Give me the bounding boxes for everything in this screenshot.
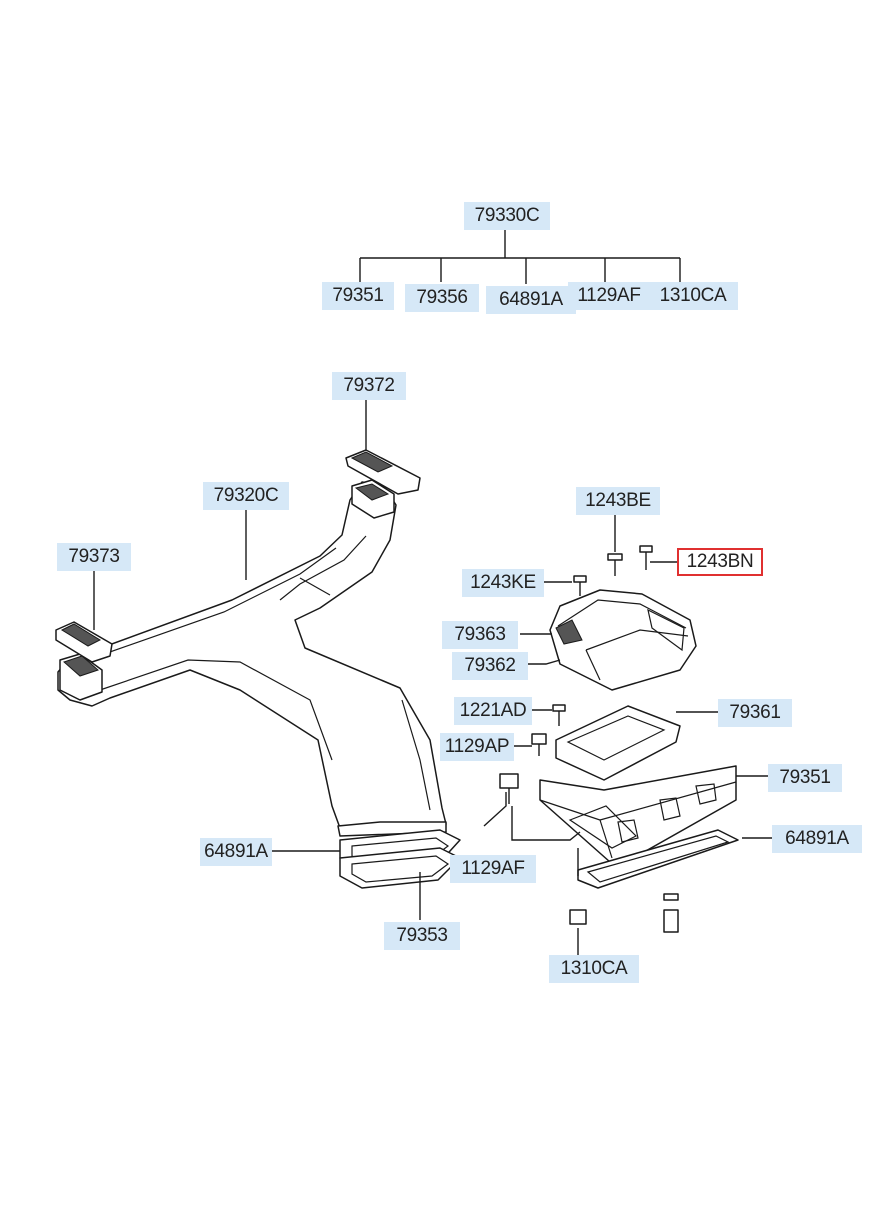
callout-1129ap[interactable]: 1129AP	[440, 733, 514, 761]
callout-1243be[interactable]: 1243BE	[576, 487, 660, 515]
callout-79362[interactable]: 79362	[452, 652, 528, 680]
louver-79373	[55, 621, 113, 663]
callout-79361[interactable]: 79361	[718, 699, 792, 727]
callout-1129af-top[interactable]: 1129AF	[568, 282, 650, 310]
callout-79372[interactable]: 79372	[332, 372, 406, 400]
callout-1310ca-top[interactable]: 1310CA	[648, 282, 738, 310]
callout-79320c[interactable]: 79320C	[203, 482, 289, 510]
fasteners	[499, 545, 679, 933]
group-tree-lines	[359, 229, 681, 284]
callout-79351[interactable]: 79351	[768, 764, 842, 792]
duct-gaskets	[339, 829, 461, 889]
callout-1129af[interactable]: 1129AF	[450, 855, 536, 883]
callout-79373[interactable]: 79373	[57, 543, 131, 571]
air-duct-assembly	[57, 479, 447, 837]
callout-1243ke[interactable]: 1243KE	[462, 569, 544, 597]
callout-64891a-top[interactable]: 64891A	[486, 286, 576, 314]
callout-79353[interactable]: 79353	[384, 922, 460, 950]
callout-64891a-right[interactable]: 64891A	[772, 825, 862, 853]
callout-1310ca[interactable]: 1310CA	[549, 955, 639, 983]
callout-79351-top[interactable]: 79351	[322, 282, 394, 310]
callout-79356[interactable]: 79356	[405, 284, 479, 312]
vent-housing	[539, 589, 739, 889]
callout-1221ad[interactable]: 1221AD	[454, 697, 532, 725]
callout-1243bn-highlighted[interactable]: 1243BN	[677, 548, 763, 576]
callout-64891a-left[interactable]: 64891A	[200, 838, 272, 866]
callout-79330c[interactable]: 79330C	[464, 202, 550, 230]
callout-79363[interactable]: 79363	[442, 621, 518, 649]
callout-leaders	[93, 398, 772, 956]
